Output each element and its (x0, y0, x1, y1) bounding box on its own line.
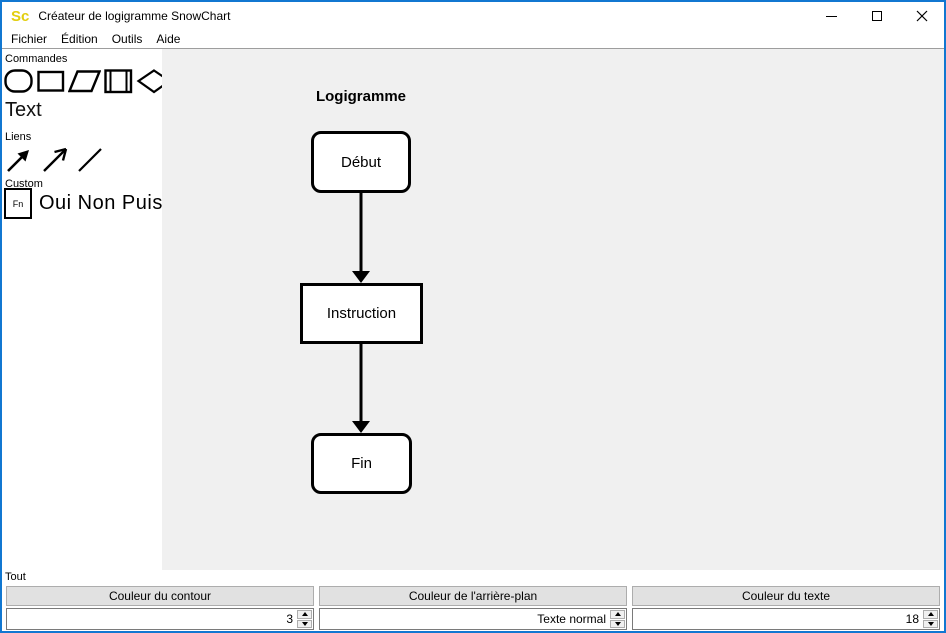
outline-color-button[interactable]: Couleur du contour (6, 586, 314, 606)
maximize-icon (872, 11, 882, 21)
menu-aide[interactable]: Aide (149, 30, 187, 48)
chevron-up-icon (615, 612, 621, 616)
main-area: Commandes (2, 49, 944, 570)
minimize-icon (826, 16, 837, 17)
background-color-button[interactable]: Couleur de l'arrière-plan (319, 586, 627, 606)
plain-line-icon (76, 142, 104, 174)
filled-arrow-tool[interactable] (4, 142, 34, 174)
text-tool[interactable]: Text (5, 99, 42, 122)
terminator-shape-icon (4, 68, 34, 95)
node-label: Instruction (327, 305, 396, 322)
terminator-shape-tool[interactable] (4, 68, 34, 95)
chevron-down-icon (928, 622, 934, 626)
commands-section-label: Commandes (5, 53, 67, 65)
fn-tool-label: Fn (13, 199, 24, 209)
flowchart-node-fin[interactable]: Fin (311, 433, 412, 494)
font-size-input[interactable] (633, 609, 922, 629)
open-arrow-icon (40, 142, 70, 174)
font-size-increase-button[interactable] (923, 610, 938, 619)
connector-arrow-1[interactable] (351, 193, 371, 283)
chevron-down-icon (302, 622, 308, 626)
flowchart-node-instruction[interactable]: Instruction (300, 283, 423, 344)
link-tools-row (4, 142, 104, 174)
text-style-increase-button[interactable] (610, 610, 625, 619)
flowchart-node-debut[interactable]: Début (311, 131, 411, 193)
plain-line-tool[interactable] (76, 142, 104, 174)
properties-panel: Tout Couleur du contour Couleur de l'arr… (2, 570, 944, 631)
custom-words-tool[interactable]: Oui Non Puis (39, 192, 163, 215)
predefined-process-shape-icon (104, 68, 133, 95)
window-title: Créateur de logigramme SnowChart (38, 9, 230, 23)
text-style-spin-buttons (609, 609, 626, 629)
spinners-row (2, 608, 944, 630)
window-controls (809, 2, 944, 30)
flowchart-title[interactable]: Logigramme (301, 88, 421, 105)
rectangle-shape-icon (37, 68, 65, 95)
parallelogram-shape-tool[interactable] (68, 68, 101, 95)
title-bar: Sc Créateur de logigramme SnowChart (2, 2, 944, 30)
text-style-decrease-button[interactable] (610, 620, 625, 629)
parallelogram-shape-icon (68, 68, 101, 95)
node-label: Fin (351, 455, 372, 472)
chevron-up-icon (302, 612, 308, 616)
line-width-input[interactable] (7, 609, 296, 629)
minimize-button[interactable] (809, 2, 854, 30)
menu-outils[interactable]: Outils (105, 30, 150, 48)
color-buttons-row: Couleur du contour Couleur de l'arrière-… (2, 586, 944, 606)
app-logo: Sc (11, 8, 29, 25)
close-button[interactable] (899, 2, 944, 30)
font-size-spin-buttons (922, 609, 939, 629)
drawing-canvas[interactable]: Logigramme Début Instruction Fin (162, 49, 944, 570)
line-width-spinner (6, 608, 314, 630)
close-icon (916, 10, 928, 22)
menu-edition[interactable]: Édition (54, 30, 105, 48)
text-color-button[interactable]: Couleur du texte (632, 586, 940, 606)
menu-bar: Fichier Édition Outils Aide (2, 30, 944, 49)
rectangle-shape-tool[interactable] (37, 68, 65, 95)
open-arrow-tool[interactable] (40, 142, 70, 174)
node-label: Début (341, 154, 381, 171)
font-size-decrease-button[interactable] (923, 620, 938, 629)
toolbox-sidebar: Commandes (2, 49, 162, 570)
font-size-spinner (632, 608, 940, 630)
line-width-spin-buttons (296, 609, 313, 629)
chevron-down-icon (615, 622, 621, 626)
shape-tools-row (4, 68, 172, 95)
predefined-process-shape-tool[interactable] (104, 68, 133, 95)
maximize-button[interactable] (854, 2, 899, 30)
text-style-input[interactable] (320, 609, 609, 629)
fn-tool[interactable]: Fn (4, 188, 32, 219)
text-style-spinner (319, 608, 627, 630)
scope-label: Tout (5, 571, 26, 583)
filled-arrow-icon (4, 142, 34, 174)
custom-tools-row: Fn Oui Non Puis (4, 188, 163, 219)
menu-fichier[interactable]: Fichier (4, 30, 54, 48)
chevron-up-icon (928, 612, 934, 616)
line-width-decrease-button[interactable] (297, 620, 312, 629)
connector-arrow-2[interactable] (351, 344, 371, 433)
line-width-increase-button[interactable] (297, 610, 312, 619)
